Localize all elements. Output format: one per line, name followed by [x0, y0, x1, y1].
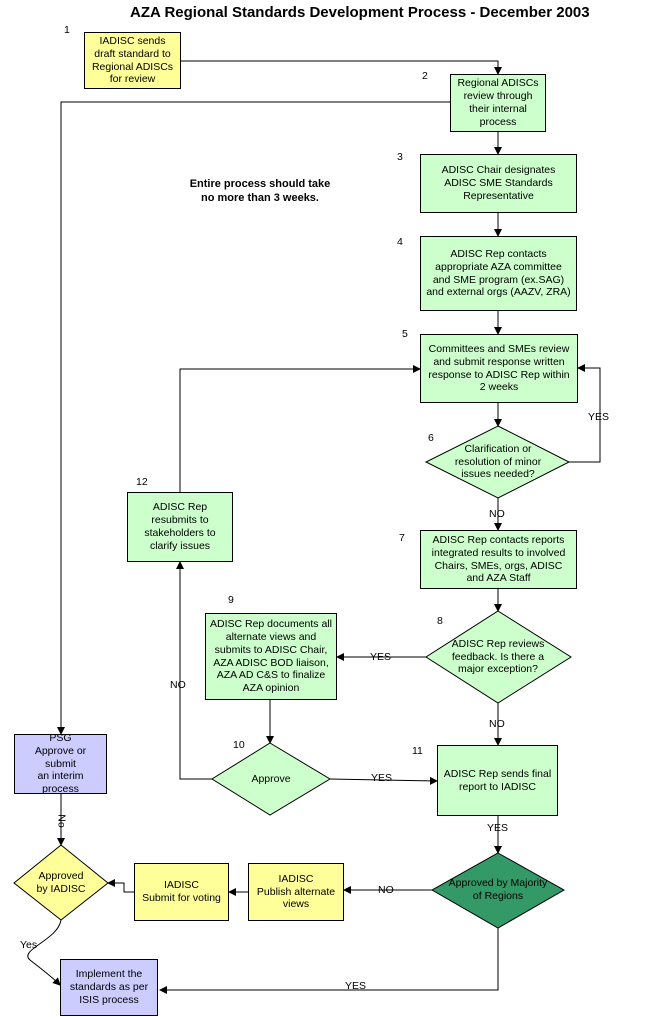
step-12-box: ADISC Rep resubmits to stakeholders to c… [127, 492, 233, 562]
step-1-box: IADISC sends draft standard to Regional … [84, 32, 181, 89]
step-number-8: 8 [437, 615, 443, 627]
step-number-5: 5 [402, 328, 408, 340]
step-11-box: ADISC Rep sends final report to IADISC [437, 745, 558, 816]
psg-box: PSG Approve or submit an interim process [14, 732, 107, 795]
step-number-7: 7 [399, 532, 405, 544]
step-number-9: 9 [228, 594, 234, 606]
edge-label-no-8: NO [489, 718, 505, 730]
edge-majority-yes-to-implement [159, 928, 499, 994]
edge-10-no-to-12 [176, 561, 212, 780]
duration-note: Entire process should take no more than … [189, 178, 331, 204]
step-number-4: 4 [397, 236, 403, 248]
edge-label-no-10: NO [170, 679, 186, 691]
edge-approved-yes-to-implement [27, 919, 62, 986]
edge-label-yes-6: YES [588, 411, 610, 423]
edge-1-to-2 [181, 60, 502, 75]
majority-text: Approved by Majority of Regions [448, 877, 548, 902]
step-number-10: 10 [233, 739, 245, 751]
implement-standards-box: Implement the standards as per ISIS proc… [60, 959, 158, 1016]
edge-label-yes-iadisc: Yes [20, 939, 38, 951]
step-2-box: Regional ADISCs review through their int… [450, 74, 546, 132]
submit-for-voting-box: IADISC Submit for voting [134, 863, 229, 921]
diamond-8 [425, 610, 572, 704]
edge-label-no-majority: NO [378, 884, 394, 896]
step-number-11: 11 [412, 745, 423, 757]
edge-label-no-psg: No [55, 814, 68, 828]
diamond-10 [211, 742, 331, 816]
step-number-3: 3 [397, 151, 403, 163]
step-6-text: Clarification or resolution of minor iss… [454, 442, 542, 481]
step-4-box: ADISC Rep contacts appropriate AZA commi… [420, 236, 577, 311]
edge-label-yes-majority: YES [345, 980, 367, 992]
step-number-12: 12 [136, 476, 148, 488]
edge-voting-to-approved [107, 879, 134, 893]
step-5-box: Committees and SMEs review and submit re… [420, 334, 578, 403]
diamond-majority [430, 852, 566, 929]
step-number-6: 6 [428, 432, 434, 444]
step-number-2: 2 [422, 70, 428, 82]
step-number-1: 1 [64, 24, 70, 36]
edge-label-no-6: NO [489, 508, 505, 520]
step-7-box: ADISC Rep contacts reports integrated re… [420, 530, 577, 589]
diamond-approved-iadisc [13, 844, 109, 921]
edge-label-yes-8: YES [370, 651, 392, 663]
diamond-6 [424, 425, 571, 499]
publish-alternate-views-box: IADISC Publish alternate views [248, 863, 344, 921]
step-3-box: ADISC Chair designates ADISC SME Standar… [420, 154, 577, 213]
edge-label-yes-10: YES [371, 772, 393, 784]
edge-10-yes-to-11 [329, 776, 438, 785]
step-10-text: Approve [251, 772, 291, 785]
step-8-text: ADISC Rep reviews feedback. Is there a m… [451, 637, 545, 676]
edge-6-yes-to-5 [569, 364, 601, 463]
step-9-box: ADISC Rep documents all alternate views … [205, 613, 337, 700]
page-title: AZA Regional Standards Development Proce… [130, 4, 590, 21]
approved-iadisc-text: Approved by IADISC [36, 870, 86, 895]
edge-label-yes-11: YES [487, 822, 509, 834]
edge-12-to-5 [179, 365, 421, 492]
